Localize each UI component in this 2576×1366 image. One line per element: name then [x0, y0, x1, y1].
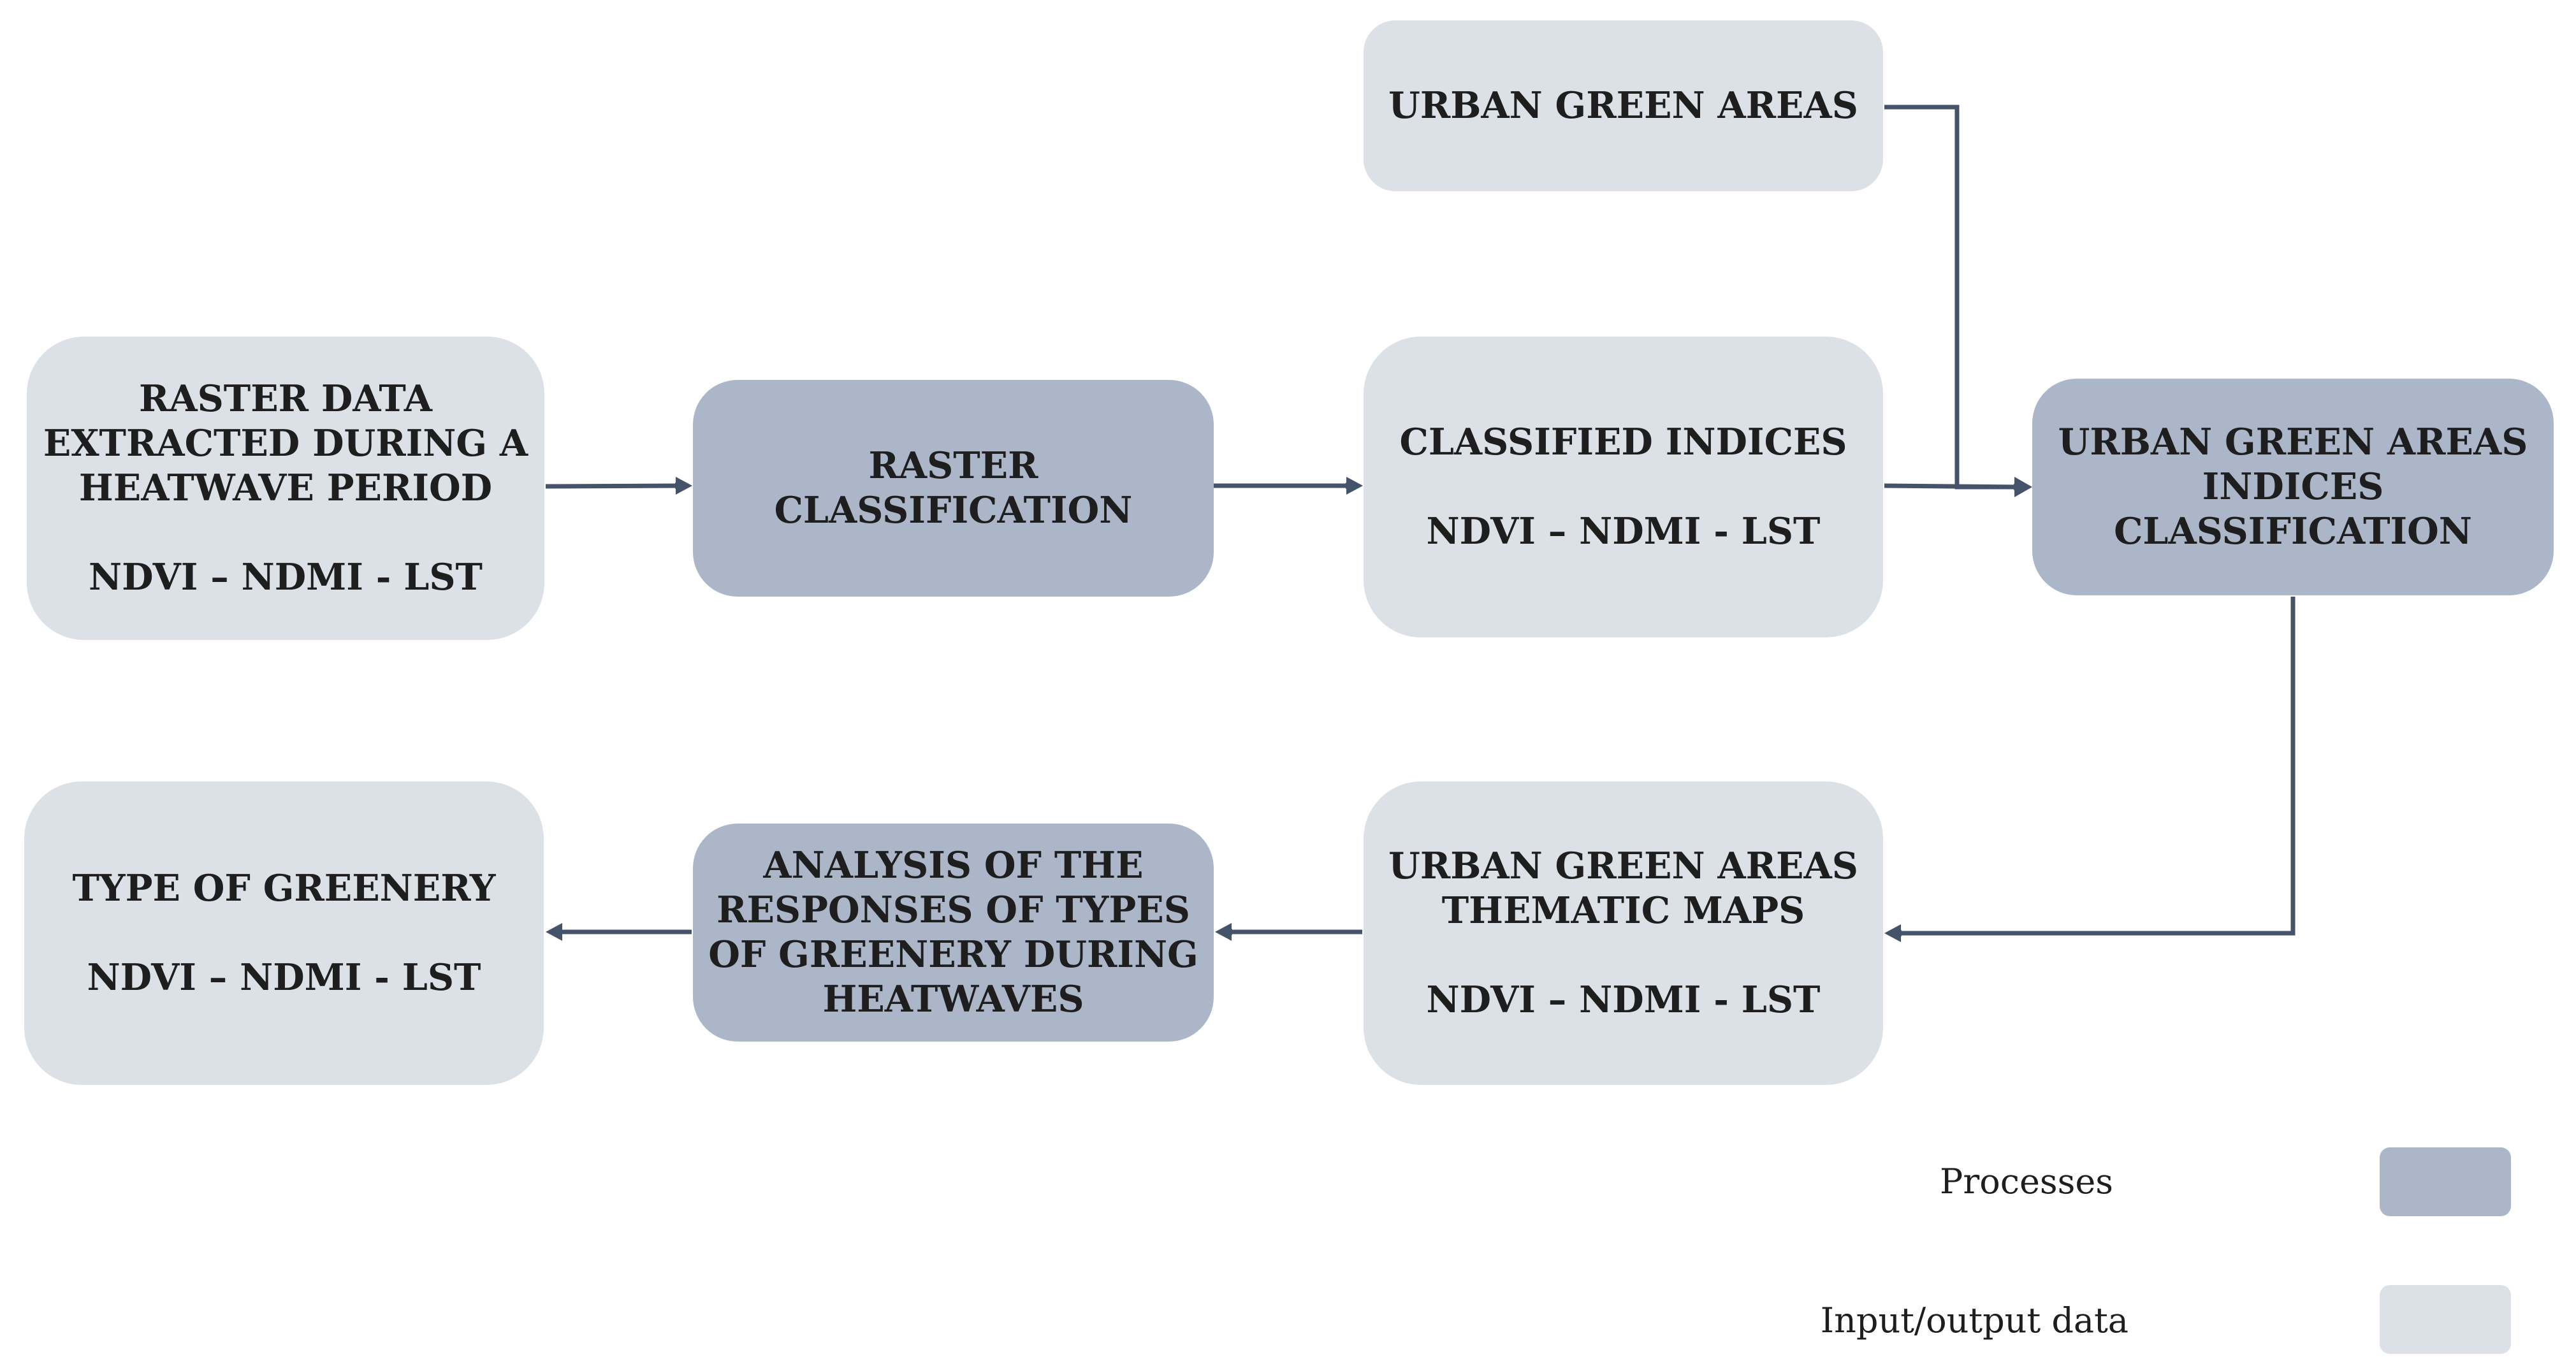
raster-classification-label-1: RASTER: [868, 444, 1038, 487]
raster-data-label-3: HEATWAVE PERIOD: [78, 467, 493, 509]
legend-data-label: Input/output data: [1820, 1300, 2128, 1341]
arrowhead-3: [2014, 477, 2032, 497]
arrowhead-4: [1884, 924, 1901, 942]
ugai-classification-label-1: URBAN GREEN AREAS: [2058, 421, 2528, 463]
type-of-greenery-label: TYPE OF GREENERY: [72, 867, 496, 910]
raster-data-label-1: RASTER DATA: [139, 377, 432, 420]
arrow-urban-green-areas-to-ugai: [1884, 105, 2020, 490]
type-of-greenery-indices: NDVI – NDMI - LST: [87, 956, 481, 999]
legend-processes-swatch: [2380, 1147, 2511, 1216]
thematic-maps-box: URBAN GREEN AREAS THEMATIC MAPS NDVI – N…: [1364, 781, 1883, 1085]
arrow-ugai-to-thematic-maps: [1895, 597, 2296, 936]
arrowhead-1: [676, 477, 692, 495]
type-of-greenery-box: TYPE OF GREENERY NDVI – NDMI - LST: [24, 781, 544, 1085]
legend-processes-label: Processes: [1940, 1161, 2113, 1202]
raster-classification-label-2: CLASSIFICATION: [774, 489, 1133, 532]
ugai-classification-box: URBAN GREEN AREAS INDICES CLASSIFICATION: [2032, 379, 2554, 595]
thematic-maps-indices: NDVI – NDMI - LST: [1426, 978, 1821, 1021]
analysis-label-3: OF GREENERY DURING: [708, 933, 1198, 976]
thematic-maps-label-1: URBAN GREEN AREAS: [1388, 845, 1858, 887]
analysis-label-4: HEATWAVES: [822, 978, 1084, 1021]
classified-indices-indices: NDVI – NDMI - LST: [1426, 510, 1821, 553]
ugai-classification-label-2: INDICES: [2202, 465, 2384, 508]
ugai-classification-label-3: CLASSIFICATION: [2114, 510, 2472, 553]
analysis-label-1: ANALYSIS OF THE: [763, 844, 1144, 887]
raster-data-label-2: EXTRACTED DURING A: [43, 422, 528, 465]
arrowhead-2: [1346, 477, 1363, 495]
analysis-box: ANALYSIS OF THE RESPONSES OF TYPES OF GR…: [693, 824, 1214, 1042]
arrow-classified-indices-to-ugai: [1884, 483, 2020, 490]
raster-data-box: RASTER DATA EXTRACTED DURING A HEATWAVE …: [27, 337, 544, 640]
analysis-label-2: RESPONSES OF TYPES: [717, 889, 1190, 931]
raster-data-indices: NDVI – NDMI - LST: [89, 556, 483, 599]
urban-green-areas-label: URBAN GREEN AREAS: [1388, 84, 1858, 127]
legend-data-swatch: [2380, 1285, 2511, 1354]
arrowhead-6: [546, 923, 562, 941]
thematic-maps-label-2: THEMATIC MAPS: [1441, 889, 1805, 932]
classified-indices-label: CLASSIFIED INDICES: [1399, 421, 1847, 463]
classified-indices-box: CLASSIFIED INDICES NDVI – NDMI - LST: [1364, 337, 1883, 637]
raster-classification-box: RASTER CLASSIFICATION: [693, 380, 1214, 597]
arrowhead-5: [1215, 923, 1232, 941]
urban-green-areas-box: URBAN GREEN AREAS: [1364, 20, 1883, 191]
